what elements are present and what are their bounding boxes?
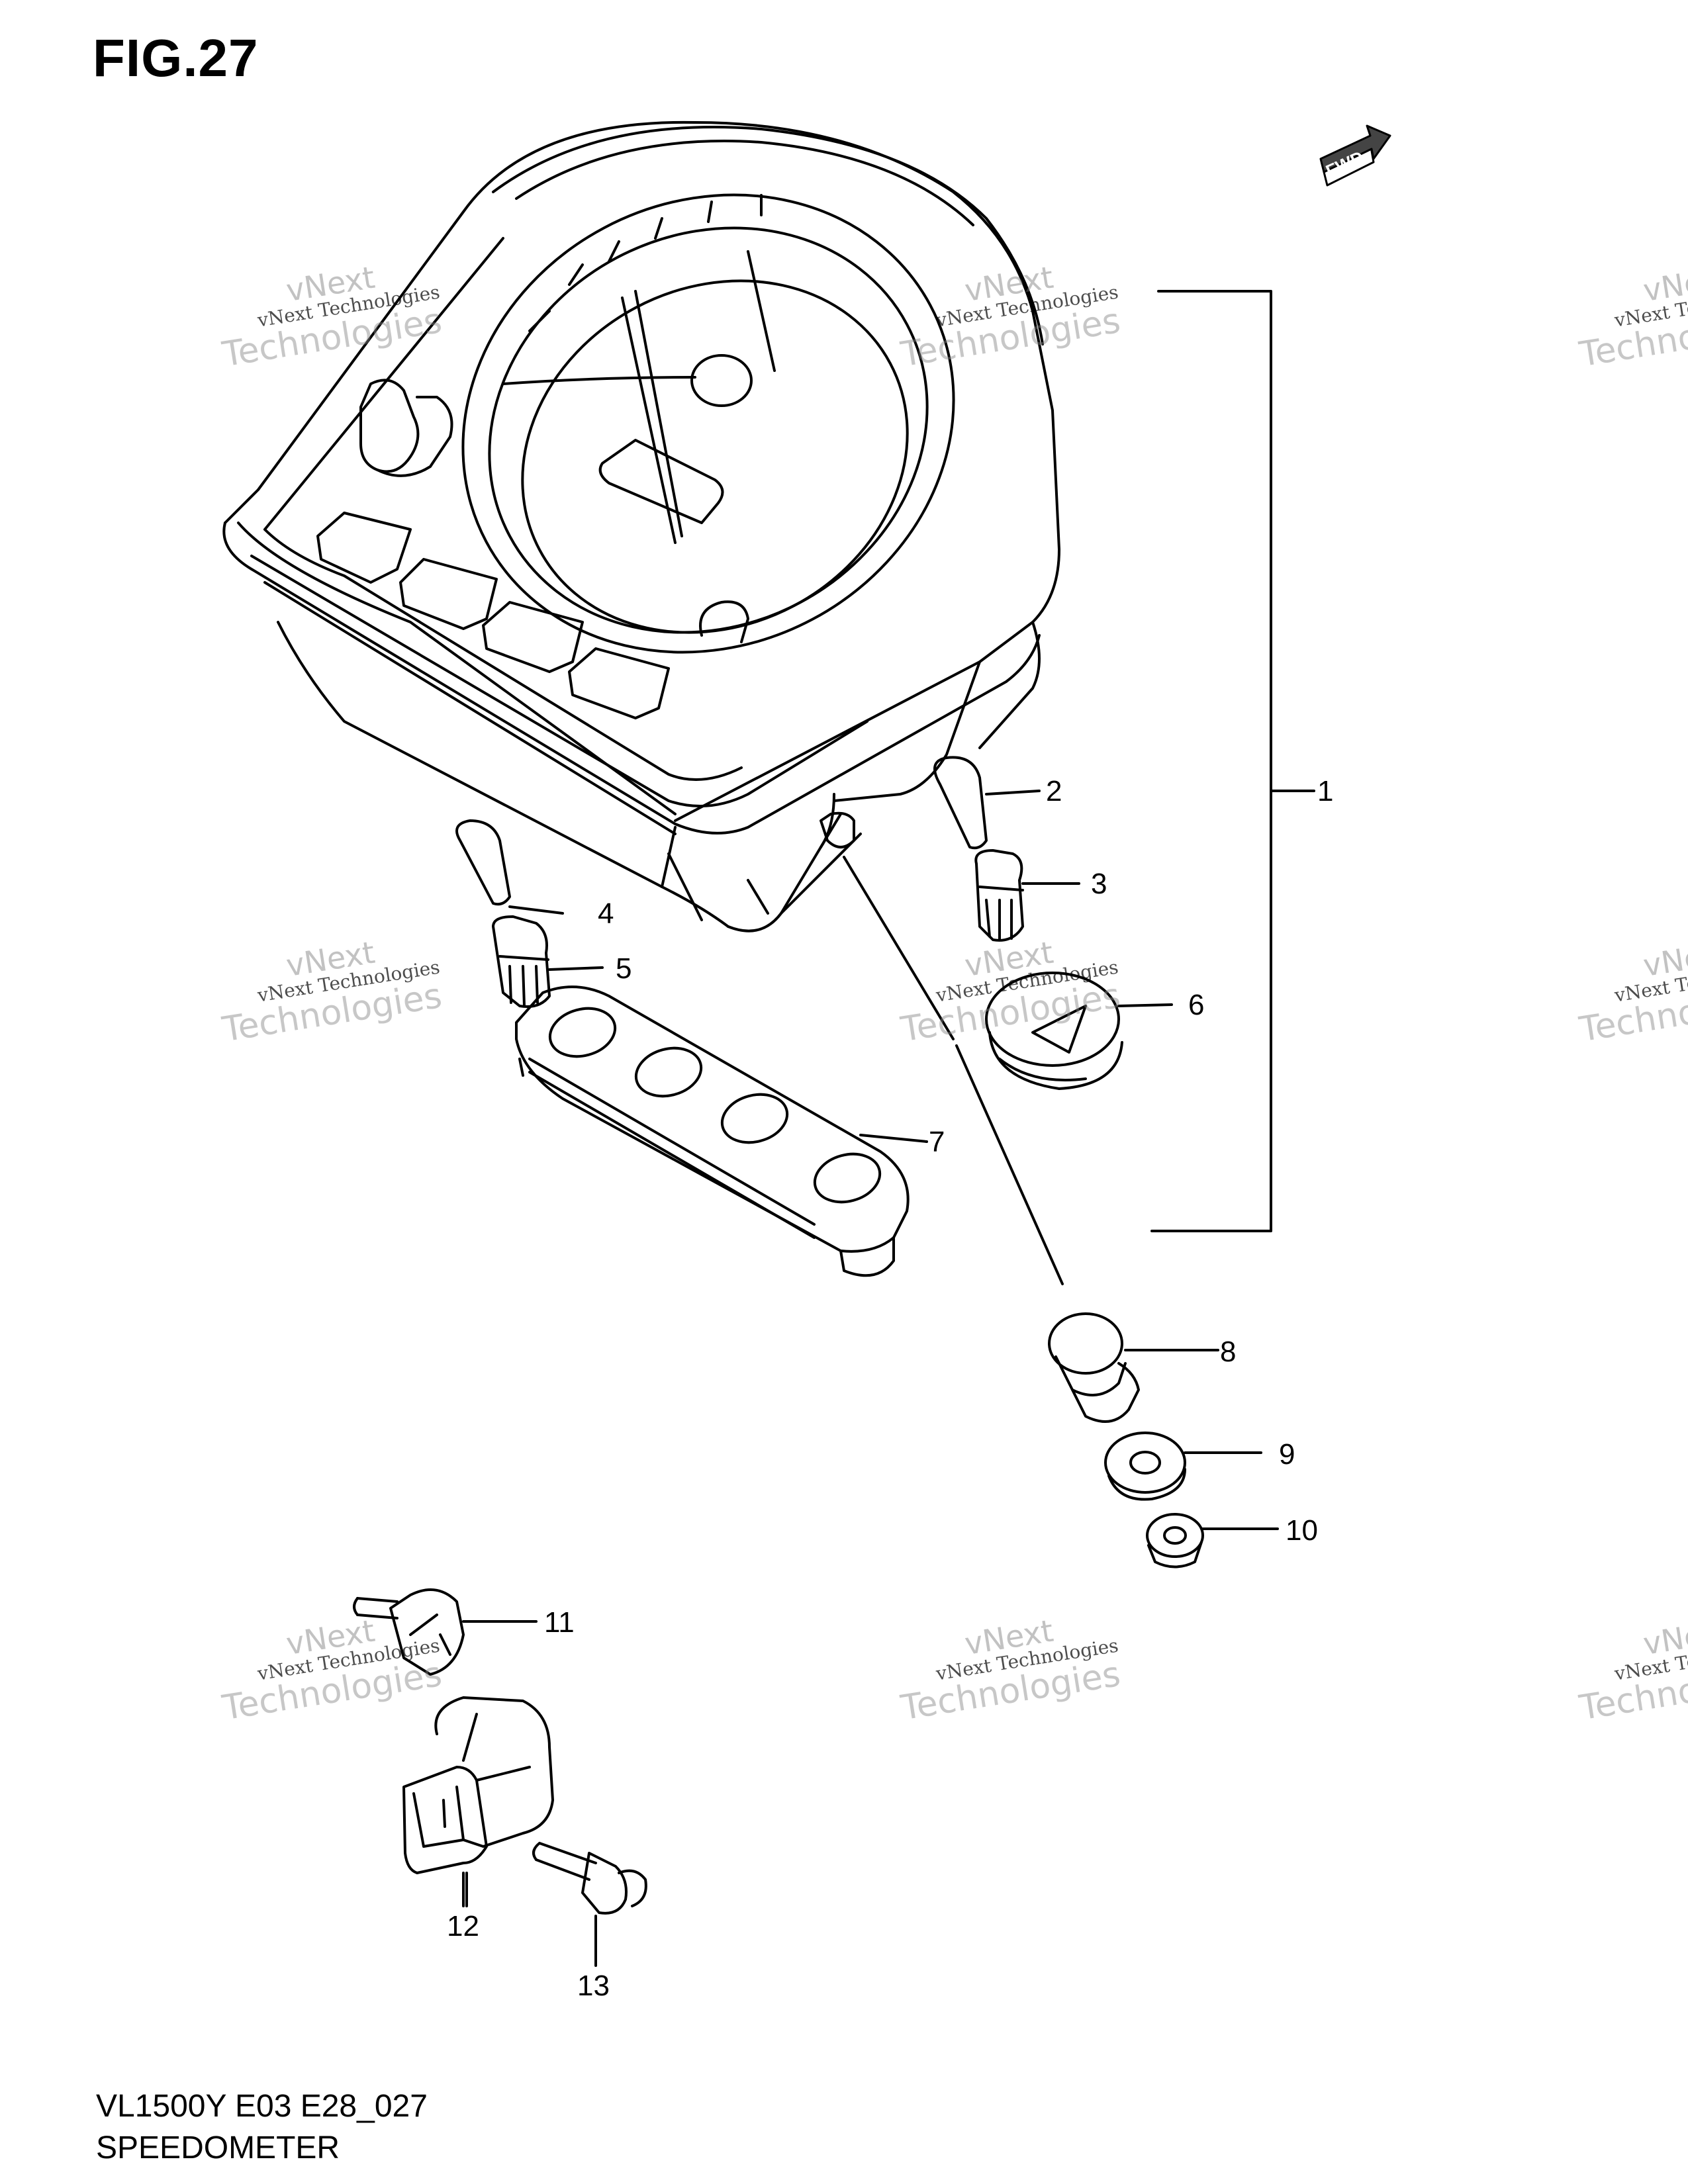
socket-part-3 xyxy=(974,849,1080,942)
assembly-bracket-1 xyxy=(1150,290,1315,1232)
callout-3[interactable]: 3 xyxy=(1091,868,1107,900)
screw-part-11 xyxy=(353,1588,538,1676)
callout-10[interactable]: 10 xyxy=(1286,1514,1318,1547)
callout-13[interactable]: 13 xyxy=(577,1970,610,2002)
grommet-part-6 xyxy=(985,972,1173,1090)
panel-part-7 xyxy=(515,985,928,1277)
model-code: VL1500Y E03 E28_027 xyxy=(96,2089,428,2124)
callout-7[interactable]: 7 xyxy=(929,1126,945,1158)
callout-11[interactable]: 11 xyxy=(544,1606,575,1639)
forward-arrow-icon xyxy=(1319,124,1391,187)
bulb-part-2 xyxy=(933,756,1041,850)
bolt-part-13 xyxy=(532,1842,647,1967)
nut-part-10 xyxy=(1146,1513,1279,1569)
bulb-part-4 xyxy=(455,819,564,915)
callout-8[interactable]: 8 xyxy=(1220,1336,1236,1368)
callout-2[interactable]: 2 xyxy=(1046,775,1062,807)
speedometer-assembly xyxy=(222,120,1064,1285)
callout-12[interactable]: 12 xyxy=(447,1910,479,1942)
cushion-part-8 xyxy=(1048,1312,1219,1423)
sensor-part-12 xyxy=(402,1696,554,1907)
callout-4[interactable]: 4 xyxy=(598,897,614,930)
washer-part-9 xyxy=(1104,1432,1262,1501)
callout-6[interactable]: 6 xyxy=(1188,989,1204,1021)
callout-1[interactable]: 1 xyxy=(1317,775,1333,807)
socket-part-5 xyxy=(492,915,604,1008)
figure-title: FIG.27 xyxy=(93,28,259,87)
section-name: SPEEDOMETER xyxy=(96,2130,340,2165)
callout-5[interactable]: 5 xyxy=(616,952,632,985)
callout-9[interactable]: 9 xyxy=(1279,1438,1295,1471)
